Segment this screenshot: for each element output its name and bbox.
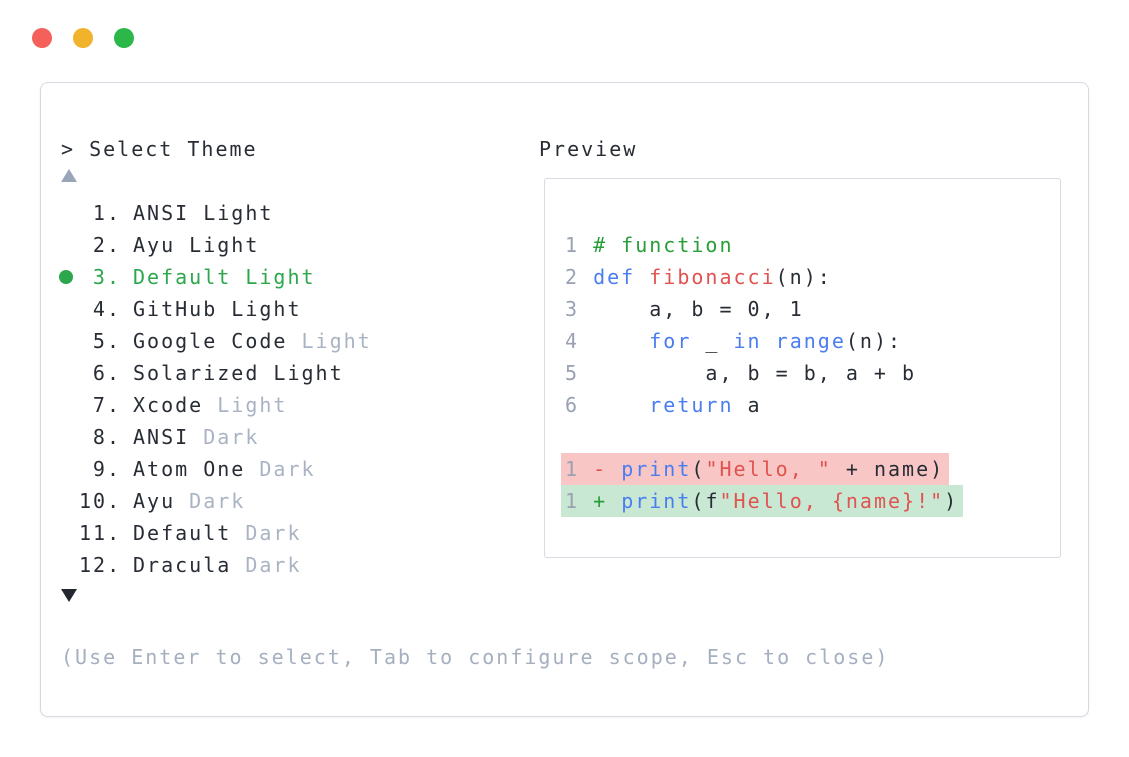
- diff-band-addition: 1 + print(f"Hello, {name}!"): [561, 485, 964, 517]
- line-number: 5: [565, 361, 580, 385]
- theme-list-item[interactable]: 4. GitHub Light: [79, 293, 372, 325]
- code-line: 5 a, b = b, a + b: [565, 361, 917, 385]
- theme-list-item[interactable]: 6. Solarized Light: [79, 357, 372, 389]
- theme-item-name: Xcode: [133, 393, 204, 417]
- theme-item-number: 5.: [92, 329, 121, 353]
- diff-sign: +: [593, 489, 608, 513]
- line-number: 1: [565, 457, 580, 481]
- code-line: 6 return a: [565, 393, 762, 417]
- line-number: 6: [565, 393, 580, 417]
- scroll-down-icon[interactable]: [61, 589, 77, 602]
- theme-item-name: Dracula: [133, 553, 232, 577]
- diff-line-deletion: 1 - print("Hello, " + name): [561, 453, 963, 485]
- diff-sign: -: [593, 457, 608, 481]
- theme-item-name: GitHub Light: [133, 297, 302, 321]
- window-controls: [32, 28, 134, 48]
- prompt-symbol: >: [61, 137, 76, 161]
- preview-title: Preview: [539, 137, 638, 161]
- theme-list: 1. ANSI Light 2. Ayu Light 3. Default Light 4.…: [59, 197, 372, 581]
- theme-item-number: 2.: [92, 233, 121, 257]
- theme-item-variant: Light: [203, 393, 288, 417]
- code-line: 1 # function: [565, 233, 734, 257]
- theme-item-number: 11.: [79, 521, 122, 545]
- theme-item-number: 1.: [92, 201, 121, 225]
- minimize-button[interactable]: [73, 28, 93, 48]
- theme-item-name: Ayu: [133, 489, 176, 513]
- theme-item-variant: Dark: [245, 457, 316, 481]
- theme-list-item[interactable]: 1. ANSI Light: [79, 197, 372, 229]
- theme-list-item[interactable]: 5. Google Code Light: [79, 325, 372, 357]
- theme-item-number: 12.: [79, 553, 122, 577]
- line-number: 2: [565, 265, 580, 289]
- theme-item-number: 9.: [92, 457, 121, 481]
- theme-list-item[interactable]: 2. Ayu Light: [79, 229, 372, 261]
- theme-item-name: Ayu Light: [133, 233, 260, 257]
- line-number: 3: [565, 297, 580, 321]
- theme-item-name: Solarized Light: [133, 361, 344, 385]
- code-line: 4 for _ in range(n):: [565, 329, 903, 353]
- theme-item-number: 8.: [92, 425, 121, 449]
- theme-item-name: Default: [133, 521, 232, 545]
- select-theme-prompt: > Select Theme: [61, 135, 258, 163]
- theme-list-item[interactable]: 7. Xcode Light: [79, 389, 372, 421]
- theme-list-item[interactable]: 10. Ayu Dark: [79, 485, 372, 517]
- line-number: 1: [565, 489, 580, 513]
- theme-selector-panel: > Select Theme 1. ANSI Light 2. Ayu Light 3.…: [40, 82, 1089, 717]
- theme-item-name: Atom One: [133, 457, 246, 481]
- scroll-up-icon[interactable]: [61, 169, 77, 182]
- theme-item-number: 7.: [92, 393, 121, 417]
- theme-item-variant: Dark: [231, 521, 302, 545]
- keyboard-hint: (Use Enter to select, Tab to configure s…: [61, 645, 890, 669]
- theme-list-item[interactable]: 8. ANSI Dark: [79, 421, 372, 453]
- theme-item-name: ANSI: [133, 425, 190, 449]
- theme-list-item[interactable]: 3. Default Light: [59, 261, 372, 293]
- diff-band-deletion: 1 - print("Hello, " + name): [561, 453, 950, 485]
- close-button[interactable]: [32, 28, 52, 48]
- theme-list-item[interactable]: 11. Default Dark: [79, 517, 372, 549]
- prompt-title: Select Theme: [89, 137, 258, 161]
- theme-list-item[interactable]: 9. Atom One Dark: [79, 453, 372, 485]
- theme-list-item[interactable]: 12. Dracula Dark: [79, 549, 372, 581]
- theme-item-variant: Dark: [231, 553, 302, 577]
- theme-item-number: 3.: [92, 265, 121, 289]
- maximize-button[interactable]: [114, 28, 134, 48]
- theme-item-variant: Light: [287, 329, 372, 353]
- theme-item-variant: Dark: [189, 425, 260, 449]
- theme-item-variant: Dark: [175, 489, 246, 513]
- code-line: 3 a, b = 0, 1: [565, 297, 804, 321]
- theme-item-name: Default Light: [133, 265, 316, 289]
- theme-item-number: 10.: [79, 489, 122, 513]
- code-line: 2 def fibonacci(n):: [565, 265, 832, 289]
- theme-item-name: ANSI Light: [133, 201, 274, 225]
- line-number: 4: [565, 329, 580, 353]
- preview-box: 1 # function 2 def fibonacci(n): 3 a, b = …: [544, 178, 1061, 558]
- selected-bullet-icon: [59, 270, 73, 284]
- theme-item-number: 6.: [92, 361, 121, 385]
- theme-item-number: 4.: [92, 297, 121, 321]
- theme-item-name: Google Code: [133, 329, 288, 353]
- diff-line-addition: 1 + print(f"Hello, {name}!"): [561, 485, 964, 517]
- line-number: 1: [565, 233, 580, 257]
- preview-code: 1 # function 2 def fibonacci(n): 3 a, b = …: [561, 229, 964, 517]
- blank-line: [561, 421, 963, 453]
